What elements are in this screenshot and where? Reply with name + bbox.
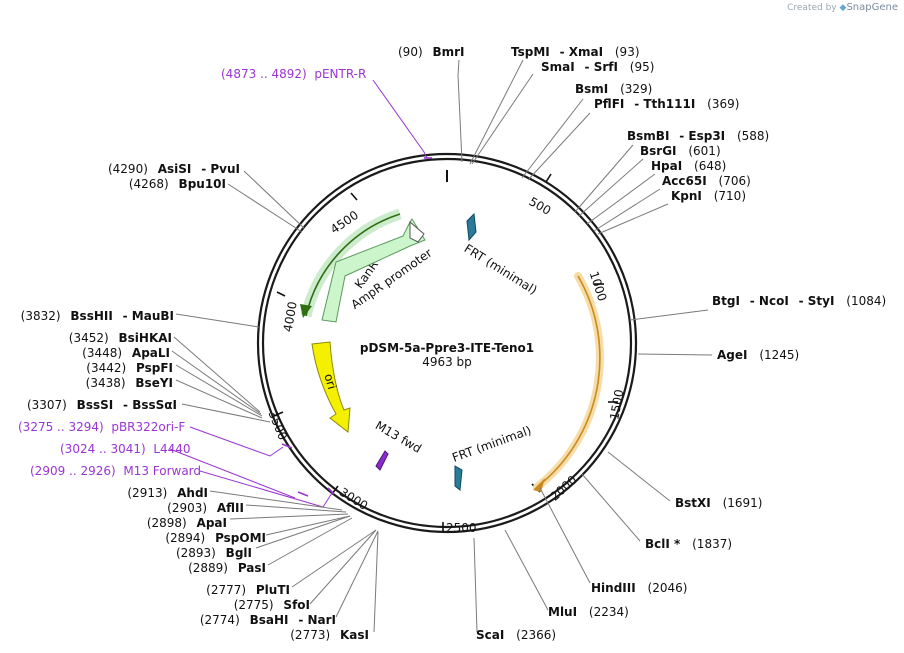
tick-2500: 2500 (446, 521, 477, 535)
site-hpai: HpaI (648) (651, 159, 726, 173)
feature-label-frt1: FRT (minimal) (462, 241, 540, 297)
feature-orange-arc (533, 272, 604, 492)
site-bsssi: (3307) BssSI - BssSαI (27, 398, 177, 412)
site-pspomi: (2894) PspOMI (165, 531, 266, 545)
site-pasi: (2889) PasI (188, 561, 266, 575)
credit-brand: SnapGene (846, 2, 898, 13)
site-agei: AgeI (1245) (717, 348, 799, 362)
primer-lines (169, 79, 428, 508)
site-bmri: (90) BmrI (398, 45, 465, 59)
site-apali: (3448) ApaLI (82, 346, 170, 360)
site-acc65i: Acc65I (706) (662, 174, 751, 188)
tick-3500: 3500 (265, 408, 289, 442)
site-kpni: KpnI (710) (671, 189, 746, 203)
credit-prefix: Created by (787, 3, 837, 13)
feature-frt2 (454, 465, 463, 491)
primer-l4440: (3024 .. 3041) L4440 (60, 442, 191, 456)
site-labels-left: (2773) KasI (2774) BsaHI - NarI (2775) S… (21, 162, 369, 642)
site-bsrgi: BsrGI (601) (640, 144, 721, 158)
feature-label-ori: ori (321, 372, 339, 391)
site-ahdi: (2913) AhdI (127, 486, 208, 500)
site-hindiii: HindIII (2046) (591, 581, 687, 595)
site-mlui: MluI (2234) (548, 605, 629, 619)
site-kasi: (2773) KasI (290, 628, 369, 642)
site-scai: ScaI (2366) (476, 628, 556, 642)
primer-pentr-r: (4873 .. 4892) pENTR-R (221, 67, 366, 81)
site-aflii: (2903) AflII (167, 501, 244, 515)
site-bsshii-maubi: (3832) BssHII - MauBI (21, 309, 174, 323)
feature-m13 (375, 450, 389, 471)
site-bstxi: BstXI (1691) (675, 496, 762, 510)
plasmid-name: pDSM-5a-Ppre3-ITE-Teno1 (360, 341, 534, 355)
snapgene-credit: Created by ◆SnapGene (787, 2, 898, 13)
site-bsmbi-esp3i: BsmBI - Esp3I (588) (627, 129, 769, 143)
site-leader-lines (171, 59, 713, 633)
site-pspfi: (3442) PspFI (86, 361, 173, 375)
tick-3000: 3000 (337, 485, 370, 513)
site-sfoi: (2775) SfoI (234, 598, 310, 612)
feature-label-frt2: FRT (minimal) (450, 423, 533, 465)
feature-frt1 (466, 212, 477, 242)
primer-pbr322ori-f: (3275 .. 3294) pBR322ori-F (18, 420, 185, 434)
feature-ampr-promoter (321, 218, 426, 323)
snapgene-logo-icon: ◆ (839, 3, 847, 13)
site-bsihkai: (3452) BsiHKAI (69, 331, 172, 345)
site-asisi-pvui: (4290) AsiSI - PvuI (108, 162, 240, 176)
tick-1500: 1500 (607, 388, 626, 421)
site-pflfi-tth111i: PflFI - Tth111I (369) (594, 97, 739, 111)
site-bpu10i: (4268) Bpu10I (129, 177, 226, 191)
site-bcli: BclI * (1837) (645, 537, 732, 551)
site-btgi-ncoi-styi: BtgI - NcoI - StyI (1084) (712, 294, 886, 308)
primer-markers (281, 157, 432, 497)
site-pluti: (2777) PluTI (206, 583, 290, 597)
site-bgli: (2893) BglI (176, 546, 252, 560)
site-tspmi-xmai: TspMI - XmaI (93) (511, 45, 640, 59)
tick-500: 500 (526, 194, 553, 218)
site-smai-srfi: SmaI - SrfI (95) (541, 60, 654, 74)
tick-4000: 4000 (281, 300, 300, 333)
plasmid-backbone (256, 152, 638, 534)
site-labels: (90) BmrI TspMI - XmaI (93) SmaI - SrfI … (398, 45, 886, 642)
primer-labels: (4873 .. 4892) pENTR-R (3275 .. 3294) pB… (18, 67, 366, 478)
primer-m13-forward: (2909 .. 2926) M13 Forward (30, 464, 201, 478)
site-apai: (2898) ApaI (147, 516, 227, 530)
site-bseyi: (3438) BseYI (86, 376, 173, 390)
feature-label-m13: M13 fwd (373, 418, 424, 456)
site-bsahi-nari: (2774) BsaHI - NarI (200, 613, 336, 627)
feature-ori (311, 341, 351, 433)
plasmid-length: 4963 bp (422, 355, 472, 369)
site-bsmi: BsmI (329) (575, 82, 652, 96)
feature-kanr (300, 208, 402, 318)
